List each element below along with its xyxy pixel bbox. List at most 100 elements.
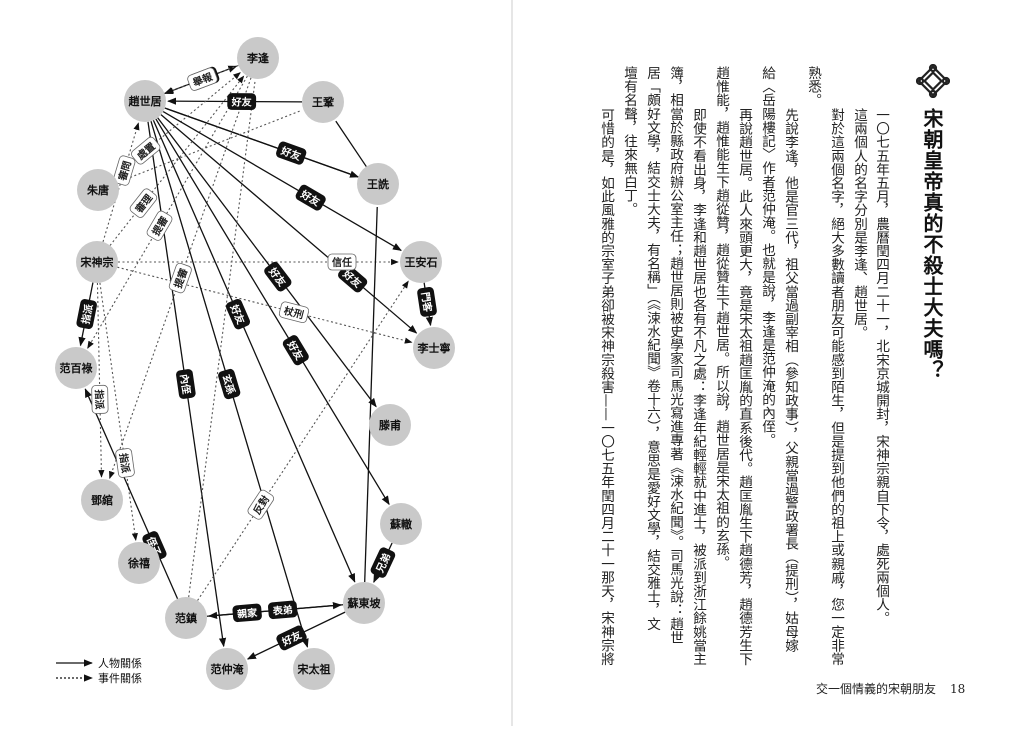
node-fan-zhongyan: 范仲淹 xyxy=(206,648,248,690)
edge-label-box xyxy=(276,625,307,651)
node-circle xyxy=(76,241,118,283)
edge-label-box xyxy=(113,155,136,186)
edge-song_shenzong-xu_xi xyxy=(99,282,138,541)
edge-su_dongpo-wang_xian xyxy=(364,206,378,583)
edge-label-box xyxy=(146,210,173,241)
edge-label-e22: 指派 xyxy=(115,448,135,478)
edge-label-text: 指派 xyxy=(93,389,106,410)
footer-text: 交一個情義的宋朝朋友 xyxy=(816,682,937,696)
edge-song_shenzong-deng_guan xyxy=(96,282,105,478)
edge-label-text: 指派 xyxy=(117,452,133,475)
node-zhu-tang: 朱唐 xyxy=(77,169,119,211)
node-wang-xian: 王詵 xyxy=(357,163,399,205)
node-label: 李逢 xyxy=(246,51,269,65)
edge-zhao_shiju-wang_anshi xyxy=(162,111,402,251)
edge-label-text: 親家 xyxy=(237,606,259,621)
article-column: 居「頗好文學，結交士大夫，有名稱」（《涑水紀聞》卷十六），意思是愛好文學，結交雅… xyxy=(644,66,660,631)
edge-label-e21: 玄孫 xyxy=(218,368,241,400)
edge-label-box xyxy=(187,67,218,91)
edge-label-e11: 杖刑 xyxy=(278,301,310,324)
node-label: 范仲淹 xyxy=(211,662,245,676)
edge-label-e7: 審理 xyxy=(129,188,158,218)
edge-label-box xyxy=(278,301,310,324)
edge-label-e19: 好友 xyxy=(282,335,309,366)
edge-label-e24: 反對 xyxy=(247,489,275,520)
edge-label-box xyxy=(370,547,396,578)
edge-label-e20: 指派 xyxy=(91,384,109,414)
node-circle xyxy=(124,80,166,122)
edge-label-text: 信任 xyxy=(332,256,352,269)
node-circle xyxy=(400,241,442,283)
node-song-taizu: 宋太祖 xyxy=(293,648,335,690)
node-circle xyxy=(357,163,399,205)
edge-label-box xyxy=(247,489,275,520)
article-column: 趙惟能，趙惟能生下趙從贊，趙從贊生下趙世居。所以說，趙世居是宋太祖的玄孫。 xyxy=(713,66,729,570)
edge-label-e16: 內侄 xyxy=(176,369,196,399)
edge-zhao_shiju-wang_xian xyxy=(164,107,357,177)
edge-label-e10: 門客 xyxy=(417,287,437,317)
node-label: 徐禧 xyxy=(127,556,150,570)
node-label: 范鎮 xyxy=(175,611,197,625)
edge-label-box xyxy=(268,600,298,620)
node-circle xyxy=(369,404,411,446)
node-label: 范百祿 xyxy=(60,361,93,375)
node-label: 宋太祖 xyxy=(297,662,331,676)
edge-label-e28: 親家 xyxy=(232,603,262,623)
edge-label-box xyxy=(115,448,135,478)
node-song-shenzong: 宋神宗 xyxy=(76,241,118,283)
edge-label-e3: 好友 xyxy=(227,93,257,110)
edge-label-box xyxy=(218,368,241,400)
legend-dotted-label: 事件關係 xyxy=(98,672,142,685)
node-circle xyxy=(302,81,344,123)
node-label: 蘇東坡 xyxy=(347,596,382,610)
article-column: 這兩個人的名字分別是李逢、趙世居。 xyxy=(851,108,867,340)
edge-zhao_shiju-su_dongpo xyxy=(152,119,356,583)
article-column: 可惜的是，如此風雅的宗室子弟卻被宋神宗殺害——一〇七五年閏四月二十一那天，宋神宗… xyxy=(598,108,614,666)
page-gutter xyxy=(511,0,513,726)
edge-label-box xyxy=(227,93,257,110)
edge-label-text: 表弟 xyxy=(271,603,293,618)
edge-label-text: 內侄 xyxy=(178,373,194,395)
node-li-shining: 李士寧 xyxy=(413,327,455,369)
node-circle xyxy=(293,648,335,690)
node-label: 李士寧 xyxy=(417,341,451,355)
node-label: 王詵 xyxy=(367,177,389,191)
article-column: 再說趙世居。此人來頭更大，竟是宋太祖趙匡胤的直系後代。趙匡胤生下趙德芳，趙德芳生… xyxy=(736,108,752,666)
node-wang-gong: 王鞏 xyxy=(302,81,344,123)
edge-label-text: 指派 xyxy=(79,302,96,325)
node-circle xyxy=(380,503,422,545)
edge-label-box xyxy=(327,253,357,271)
edge-li_feng-fan_baiyu xyxy=(87,75,248,349)
edge-label-box xyxy=(225,298,251,330)
edge-label-e25: 兄弟 xyxy=(370,547,396,578)
node-circle xyxy=(413,327,455,369)
node-circle xyxy=(237,37,279,79)
diagram-legend: 人物關係 事件關係 xyxy=(56,656,142,685)
node-circle xyxy=(81,479,123,521)
edge-label-e12: 指派 xyxy=(76,299,97,330)
edge-label-e4: 好友 xyxy=(276,141,307,165)
node-label: 鄧綰 xyxy=(91,493,113,507)
edge-label-box xyxy=(295,184,326,211)
edge-zhu_tang-wang_gong xyxy=(117,109,302,183)
edge-label-e9: 信任 xyxy=(327,253,357,271)
article-column: 壇有名聲，往來無白丁。 xyxy=(621,66,637,216)
edge-label-e26: 表弟 xyxy=(268,600,298,620)
node-li-feng: 李逢 xyxy=(237,37,279,79)
node-circle xyxy=(77,169,119,211)
edge-zhao_shiju-su_che xyxy=(155,118,390,506)
edge-label-text: 門客 xyxy=(419,291,435,314)
node-circle xyxy=(165,597,207,639)
node-circle xyxy=(343,582,385,624)
node-xu-xi: 徐禧 xyxy=(118,542,160,584)
endless-knot-icon xyxy=(916,64,950,98)
edge-wang_xian-wang_gong xyxy=(335,120,367,167)
edge-label-box xyxy=(76,299,97,330)
edge-label-e15: 好友 xyxy=(264,261,292,292)
node-su-che: 蘇轍 xyxy=(380,503,422,545)
edge-fan_zhen-li_feng xyxy=(188,80,256,598)
article-column: 對於這兩個名字，絕大多數讀者朋友可能感到陌生，但是提到他們的祖上或親戚，您一定非… xyxy=(828,108,844,666)
node-su-dongpo: 蘇東坡 xyxy=(343,582,385,624)
node-label: 王安石 xyxy=(405,255,438,269)
